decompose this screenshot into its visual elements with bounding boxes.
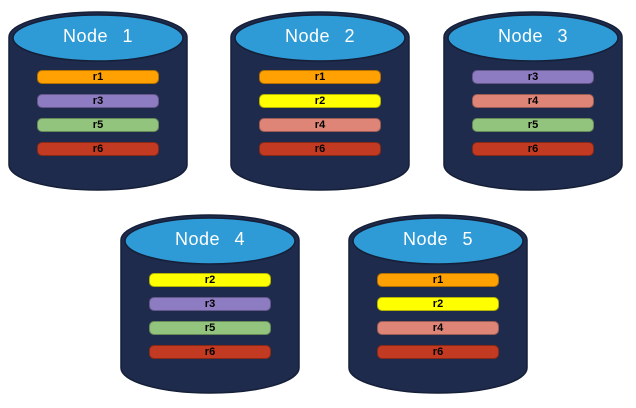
replica-bar: r3 (37, 94, 159, 108)
replica-list: r1 r2 r4 r6 (348, 273, 528, 369)
replica-bar: r1 (259, 70, 381, 84)
replica-list: r3 r4 r5 r6 (443, 70, 623, 166)
node-title: Node 3 (497, 26, 569, 46)
replica-bar: r1 (377, 273, 499, 287)
node-title: Node 2 (284, 26, 356, 46)
replica-list: r2 r3 r5 r6 (120, 273, 300, 369)
db-node-2: Node 2 r1 r2 r4 r6 (230, 11, 410, 191)
replica-bar: r6 (259, 142, 381, 156)
replica-bar: r5 (149, 321, 271, 335)
db-node-4: Node 4 r2 r3 r5 r6 (120, 214, 300, 394)
replica-list: r1 r3 r5 r6 (8, 70, 188, 166)
replica-bar: r5 (472, 118, 594, 132)
replica-bar: r2 (377, 297, 499, 311)
db-node-5: Node 5 r1 r2 r4 r6 (348, 214, 528, 394)
replica-bar: r6 (37, 142, 159, 156)
node-title: Node 5 (402, 229, 474, 249)
replica-bar: r2 (259, 94, 381, 108)
replica-bar: r6 (377, 345, 499, 359)
replica-bar: r6 (472, 142, 594, 156)
replica-bar: r4 (377, 321, 499, 335)
replica-bar: r5 (37, 118, 159, 132)
replica-bar: r4 (259, 118, 381, 132)
db-node-3: Node 3 r3 r4 r5 r6 (443, 11, 623, 191)
replica-bar: r4 (472, 94, 594, 108)
replica-bar: r3 (472, 70, 594, 84)
replica-list: r1 r2 r4 r6 (230, 70, 410, 166)
db-node-1: Node 1 r1 r3 r5 r6 (8, 11, 188, 191)
replica-bar: r6 (149, 345, 271, 359)
node-title: Node 4 (174, 229, 246, 249)
replica-bar: r3 (149, 297, 271, 311)
replica-bar: r1 (37, 70, 159, 84)
replica-bar: r2 (149, 273, 271, 287)
node-title: Node 1 (62, 26, 134, 46)
